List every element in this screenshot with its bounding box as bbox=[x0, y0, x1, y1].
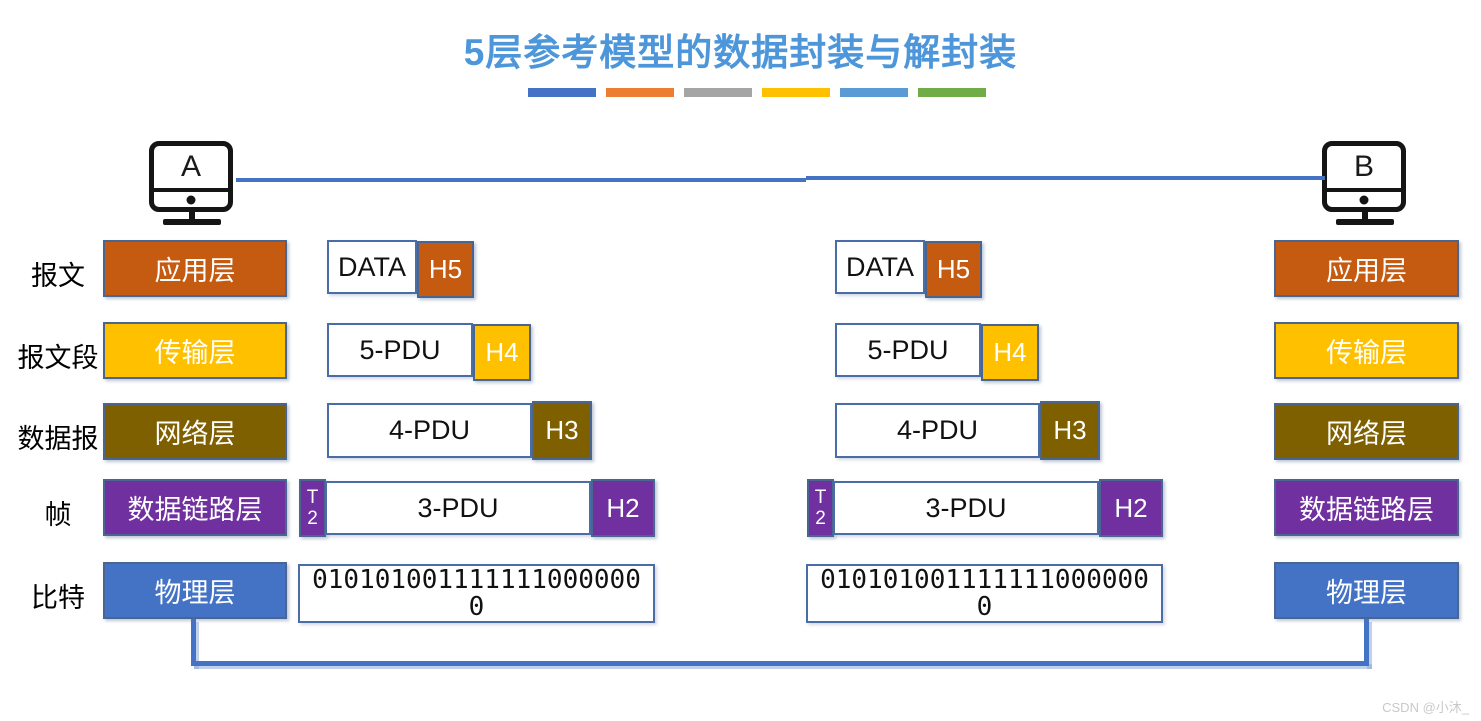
underline-dash bbox=[684, 88, 752, 97]
pdu-box-data-right: DATA bbox=[835, 240, 925, 294]
layer-box-right-physical: 物理层 bbox=[1274, 562, 1459, 619]
layer-box-left-application: 应用层 bbox=[103, 240, 287, 297]
layer-box-left-physical: 物理层 bbox=[103, 562, 287, 619]
pdu-box-3pdu-right: 3-PDU bbox=[833, 481, 1099, 535]
layer-box-left-network: 网络层 bbox=[103, 403, 287, 460]
layer-box-right-network: 网络层 bbox=[1274, 403, 1459, 460]
title-underline bbox=[528, 88, 986, 97]
pdu-type-label-segment: 报文段 bbox=[17, 343, 99, 373]
pdu-header-h2-right: H2 bbox=[1099, 479, 1163, 537]
physical-link-horizontal bbox=[191, 661, 1369, 666]
bit-stream-box-right: 0101010011111110000000 bbox=[806, 564, 1163, 623]
pdu-type-label-message: 报文 bbox=[31, 261, 85, 291]
monitor-stand bbox=[1362, 212, 1368, 219]
host-b: B bbox=[1322, 141, 1408, 225]
pdu-trailer-t2-text: T2 bbox=[306, 487, 319, 529]
monitor-base bbox=[1336, 219, 1394, 225]
pdu-type-label-datagram: 数据报 bbox=[17, 424, 99, 454]
pdu-box-5pdu-right: 5-PDU bbox=[835, 323, 981, 377]
pdu-box-5pdu-left: 5-PDU bbox=[327, 323, 473, 377]
layer-box-right-datalink: 数据链路层 bbox=[1274, 479, 1459, 536]
layer-box-left-datalink: 数据链路层 bbox=[103, 479, 287, 536]
network-link-segment-right bbox=[806, 176, 1325, 180]
pdu-box-4pdu-right: 4-PDU bbox=[835, 403, 1040, 458]
monitor-chin bbox=[154, 188, 228, 207]
pdu-type-label-bit: 比特 bbox=[31, 583, 85, 613]
pdu-box-3pdu-left: 3-PDU bbox=[325, 481, 591, 535]
pdu-type-label-frame: 帧 bbox=[44, 500, 72, 530]
pdu-trailer-t2-right: T2 bbox=[807, 479, 834, 537]
monitor-stand bbox=[189, 212, 195, 219]
bit-stream-text: 0101010011111110000000 bbox=[820, 564, 1149, 622]
pdu-trailer-t2-left: T2 bbox=[299, 479, 326, 537]
pdu-box-data-left: DATA bbox=[327, 240, 417, 294]
pdu-header-h4-right: H4 bbox=[981, 324, 1039, 381]
layer-box-right-transport: 传输层 bbox=[1274, 322, 1459, 379]
computer-monitor-icon: A bbox=[149, 141, 233, 212]
pdu-header-h3-left: H3 bbox=[532, 401, 592, 460]
monitor-base bbox=[163, 219, 221, 225]
pdu-header-h5-right: H5 bbox=[925, 241, 982, 298]
watermark: CSDN @小沐_ bbox=[1382, 700, 1469, 715]
page-title: 5层参考模型的数据封装与解封装 bbox=[463, 32, 1018, 73]
bit-stream-text: 0101010011111110000000 bbox=[312, 564, 641, 622]
underline-dash bbox=[840, 88, 908, 97]
pdu-header-h2-left: H2 bbox=[591, 479, 655, 537]
underline-dash bbox=[918, 88, 986, 97]
pdu-header-h4-left: H4 bbox=[473, 324, 531, 381]
host-b-label: B bbox=[1353, 150, 1374, 183]
computer-monitor-icon: B bbox=[1322, 141, 1406, 212]
monitor-chin bbox=[1327, 188, 1401, 207]
host-a-label: A bbox=[180, 150, 201, 183]
monitor-dot bbox=[186, 195, 196, 204]
physical-link-left-vertical bbox=[191, 619, 196, 666]
host-a: A bbox=[149, 141, 235, 225]
pdu-box-4pdu-left: 4-PDU bbox=[327, 403, 532, 458]
pdu-header-h3-right: H3 bbox=[1040, 401, 1100, 460]
pdu-header-h5-left: H5 bbox=[417, 241, 474, 298]
underline-dash bbox=[606, 88, 674, 97]
monitor-dot bbox=[1359, 195, 1369, 204]
bit-stream-box-left: 0101010011111110000000 bbox=[298, 564, 655, 623]
layer-box-right-application: 应用层 bbox=[1274, 240, 1459, 297]
network-link-segment-left bbox=[236, 178, 806, 182]
underline-dash bbox=[762, 88, 830, 97]
pdu-trailer-t2-text: T2 bbox=[814, 487, 827, 529]
physical-link-right-vertical bbox=[1364, 619, 1369, 666]
underline-dash bbox=[528, 88, 596, 97]
layer-box-left-transport: 传输层 bbox=[103, 322, 287, 379]
